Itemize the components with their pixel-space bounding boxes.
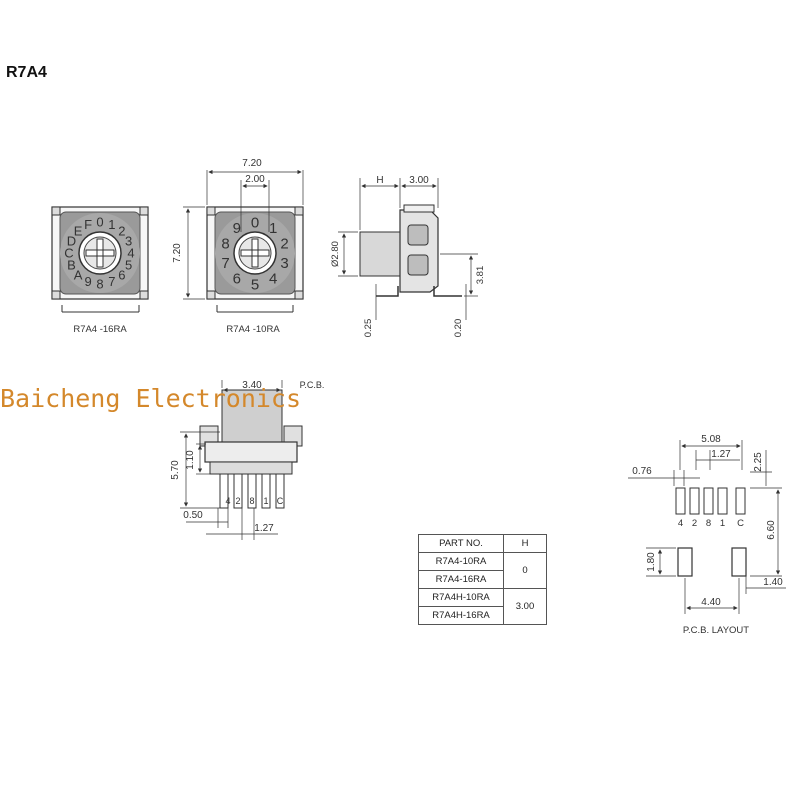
pcb-dim-140: 1.40 — [763, 577, 783, 588]
pcb-pad-label: 2 — [692, 518, 697, 529]
pcb-pad-label: 1 — [720, 518, 725, 529]
front-pin — [219, 473, 229, 509]
pcb-dim-225: 2.25 — [753, 452, 764, 472]
table-row: R7A4H-10RA — [418, 588, 504, 607]
dial-digit: 3 — [280, 255, 288, 272]
pcb-dim-127: 1.27 — [711, 449, 731, 460]
dim-020: 0.20 — [453, 319, 464, 338]
front-dim-127: 1.27 — [254, 523, 274, 534]
dim-shaft: 2.00 — [245, 174, 265, 185]
dial-digit: 9 — [233, 220, 241, 237]
pcb-pad-label: 8 — [706, 518, 711, 529]
dial-digit: 5 — [125, 257, 132, 272]
pcb-dim-508: 5.08 — [701, 434, 721, 445]
dial-digit: 4 — [269, 270, 277, 287]
dial-digit: C — [64, 246, 73, 261]
pcb-caption: P.C.B. LAYOUT — [683, 625, 749, 636]
part-number-table: PART NO. H R7A4-10RA 0 R7A4-16RA R7A4H-1… — [418, 534, 547, 625]
table-row: R7A4H-16RA — [418, 606, 504, 625]
dim-h: H — [376, 175, 383, 186]
pcb-dim-440: 4.40 — [701, 597, 721, 608]
dial-digit: 8 — [221, 236, 229, 253]
dial-digit: 2 — [280, 236, 288, 253]
dial-digit: 7 — [221, 255, 229, 272]
front-pin-label: 2 — [235, 496, 240, 506]
label-10ra: R7A4 -10RA — [226, 324, 280, 335]
dial-digit: 1 — [269, 220, 277, 237]
pcb-pad — [717, 487, 728, 515]
pcb-pad-label: 4 — [678, 518, 683, 529]
dim-diameter: Ø2.80 — [330, 241, 341, 267]
dial-digit: 1 — [108, 217, 115, 232]
dim-3: 3.00 — [409, 175, 429, 186]
pcb-pad — [735, 487, 746, 515]
pcb-pad-label: C — [737, 518, 744, 529]
pcb-pad — [703, 487, 714, 515]
label-16ra: R7A4 -16RA — [73, 324, 127, 335]
dial-digit: 0 — [251, 214, 259, 231]
table-header-part: PART NO. — [418, 534, 504, 553]
table-row: R7A4-10RA — [418, 552, 504, 571]
dial-digit: F — [84, 217, 92, 232]
pcb-dim-076: 0.76 — [632, 466, 652, 477]
dial-digit: B — [67, 257, 76, 272]
pcb-pad — [675, 487, 686, 515]
front-pin — [261, 473, 271, 509]
front-pin — [233, 473, 243, 509]
front-pin-label: C — [277, 496, 284, 506]
dial-digit: 0 — [96, 215, 103, 230]
table-cell-h: 0 — [503, 552, 547, 589]
dial-digit: 3 — [125, 234, 132, 249]
dim-381: 3.81 — [475, 266, 486, 285]
dial-digit: D — [67, 234, 76, 249]
table-cell-h: 3.00 — [503, 588, 547, 625]
pcb-dim-660: 6.60 — [766, 520, 777, 540]
switch-side-view — [359, 204, 462, 297]
front-dim-partial: P.C.B. — [300, 380, 325, 390]
front-pin-label: 4 — [225, 496, 230, 506]
front-pin-label: 8 — [249, 496, 254, 506]
dial-digit: 6 — [233, 270, 241, 287]
dial-digit: 5 — [251, 276, 259, 293]
front-dim-570: 5.70 — [170, 460, 181, 480]
front-pin — [247, 473, 257, 509]
dim-height: 7.20 — [172, 243, 183, 263]
table-header-h: H — [503, 534, 547, 553]
front-dim-340: 3.40 — [242, 380, 262, 391]
table-row: R7A4-16RA — [418, 570, 504, 589]
dial-digit: 9 — [84, 274, 91, 289]
page-title: R7A4 — [6, 64, 47, 81]
dial-digit: 2 — [118, 224, 125, 239]
pcb-pad — [689, 487, 700, 515]
dim-width: 7.20 — [242, 158, 262, 169]
dial-digit: E — [74, 224, 83, 239]
front-pin — [275, 473, 285, 509]
dial-digit: 4 — [127, 246, 134, 261]
front-dim-110: 1.10 — [185, 450, 196, 470]
pcb-dim-180: 1.80 — [646, 552, 657, 572]
front-dim-050: 0.50 — [183, 510, 203, 521]
dial-digit: 7 — [108, 274, 115, 289]
dim-025: 0.25 — [363, 319, 374, 338]
dial-digit: A — [74, 268, 83, 283]
watermark: Baicheng Electronics — [0, 384, 302, 413]
dial-digit: 6 — [118, 268, 125, 283]
front-pin-label: 1 — [263, 496, 268, 506]
dial-digit: 8 — [96, 277, 103, 292]
